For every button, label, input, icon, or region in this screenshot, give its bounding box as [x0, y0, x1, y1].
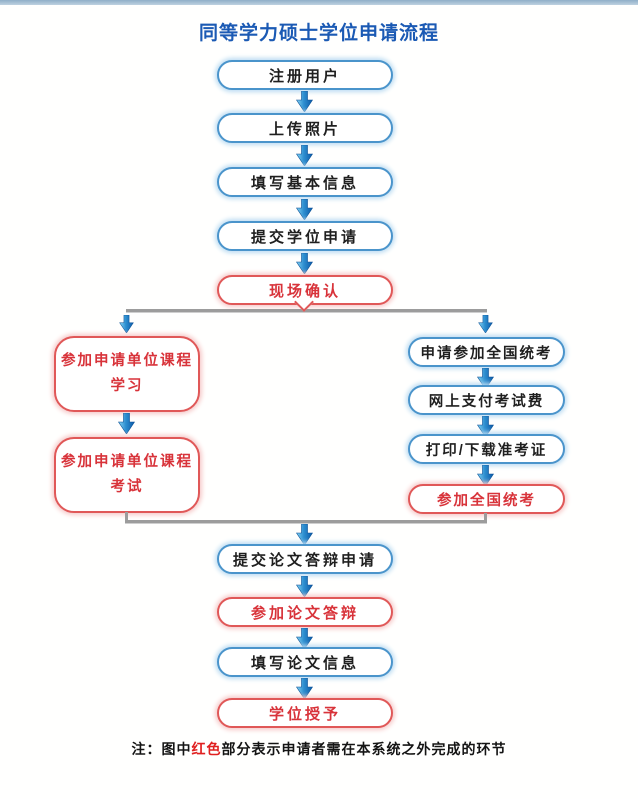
- down-arrow-icon: [296, 253, 313, 274]
- node-label: 提交学位申请: [250, 228, 359, 246]
- down-arrow-icon: [118, 413, 135, 434]
- node-label: 网上支付考试费: [428, 393, 545, 410]
- branch-connector-line: [126, 309, 487, 312]
- flow-node-apply-national-exam: 申请参加全国统考: [408, 337, 565, 367]
- node-label: 参加全国统考: [437, 492, 536, 509]
- node-label: 填写论文信息: [250, 654, 359, 672]
- page-title: 同等学力硕士学位申请流程: [198, 23, 439, 44]
- down-arrow-icon: [296, 524, 313, 545]
- node-label-line1: 参加申请单位课程: [61, 454, 193, 470]
- merge-stub-right: [484, 513, 487, 522]
- down-arrow-icon: [296, 199, 313, 220]
- node-label: 填写基本信息: [250, 174, 359, 192]
- flow-node-attend-thesis-defense: 参加论文答辩: [217, 597, 393, 627]
- footnote: 注：图中红色部分表示申请者需在本系统之外完成的环节: [0, 739, 638, 759]
- flow-node-upload-photo: 上传照片: [217, 113, 393, 143]
- down-arrow-icon: [296, 628, 313, 649]
- top-border-bar: [0, 0, 638, 5]
- node-label: 注册用户: [268, 67, 341, 85]
- merge-stub-left: [125, 512, 128, 522]
- down-arrow-icon: [477, 465, 494, 486]
- down-arrow-icon: [478, 315, 493, 333]
- node-label: 上传照片: [268, 120, 341, 138]
- node-label: 现场确认: [268, 282, 341, 300]
- flow-node-submit-thesis-defense-application: 提交论文答辩申请: [217, 544, 393, 574]
- flow-node-pay-exam-fee: 网上支付考试费: [408, 385, 565, 415]
- node-label: 申请参加全国统考: [420, 345, 553, 362]
- flow-node-course-study: 参加申请单位课程 学习: [54, 336, 200, 412]
- node-label-line1: 参加申请单位课程: [61, 353, 193, 369]
- flow-node-register: 注册用户: [217, 60, 393, 90]
- flow-node-print-admission-ticket: 打印/下载准考证: [408, 434, 565, 464]
- down-arrow-icon: [296, 145, 313, 166]
- node-label: 打印/下载准考证: [425, 442, 548, 459]
- flow-node-submit-degree-application: 提交学位申请: [217, 221, 393, 251]
- node-label: 提交论文答辩申请: [232, 551, 377, 569]
- down-arrow-icon: [119, 315, 134, 333]
- footnote-suffix: 部分表示申请者需在本系统之外完成的环节: [221, 741, 507, 757]
- flow-node-course-exam: 参加申请单位课程 考试: [54, 437, 200, 513]
- flow-node-degree-award: 学位授予: [217, 698, 393, 728]
- flow-node-take-national-exam: 参加全国统考: [408, 484, 565, 514]
- down-arrow-icon: [296, 91, 313, 112]
- node-label: 参加论文答辩: [250, 604, 359, 622]
- flow-node-fill-thesis-info: 填写论文信息: [217, 647, 393, 677]
- merge-connector-line: [125, 520, 487, 523]
- down-arrow-icon: [296, 678, 313, 699]
- footnote-highlight: 红色: [191, 741, 222, 757]
- node-label: 学位授予: [268, 705, 341, 723]
- down-arrow-icon: [296, 576, 313, 597]
- flow-node-fill-basic-info: 填写基本信息: [217, 167, 393, 197]
- footnote-prefix: 注：图中: [131, 741, 192, 757]
- node-label-line2: 学习: [110, 378, 144, 394]
- node-label-line2: 考试: [110, 479, 144, 495]
